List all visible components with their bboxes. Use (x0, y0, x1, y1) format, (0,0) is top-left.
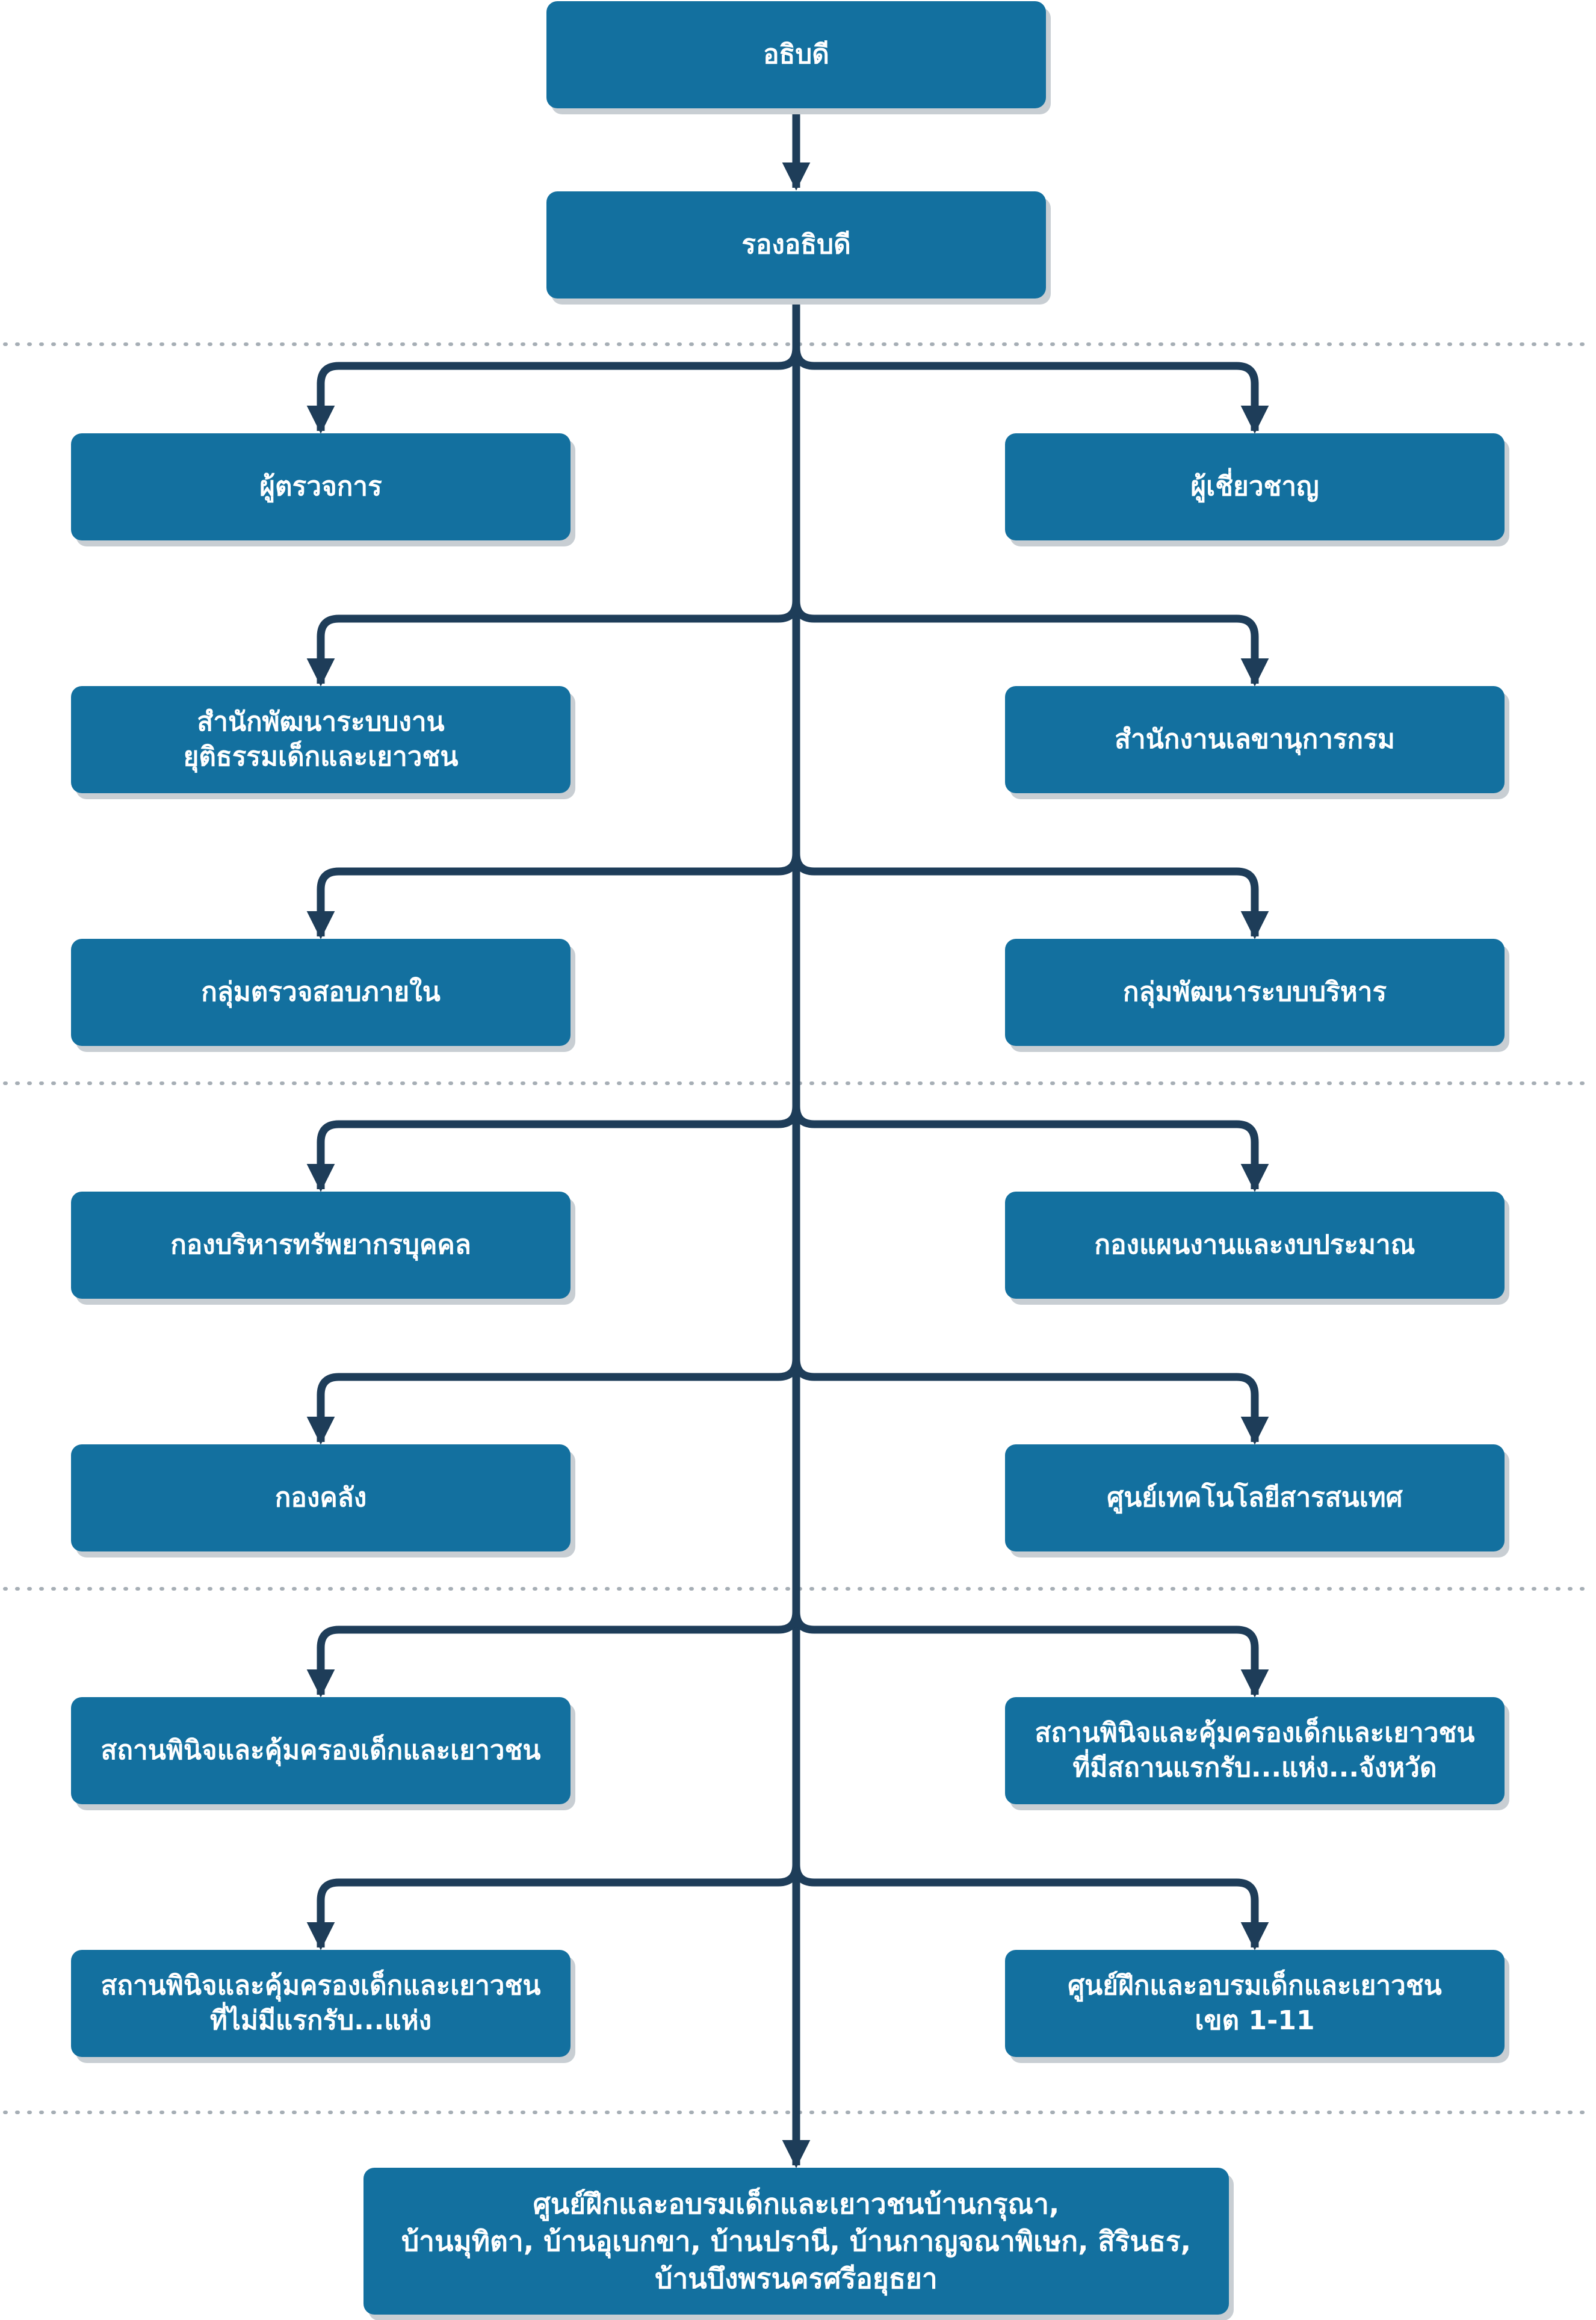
human-resources-division-label: กองบริหารทรัพยากรบุคคล (170, 1230, 471, 1260)
branch-secretary (792, 600, 1269, 687)
branch-ict (792, 1358, 1269, 1445)
branch-planning (792, 1106, 1269, 1192)
training-centers-region-box: ศูนย์ฝึกและอบรมเด็กและเยาวชน เขต 1-11 (1005, 1950, 1505, 2057)
connector-lines (306, 110, 1269, 2168)
inspector-label: ผู้ตรวจการ (259, 471, 382, 502)
it-center-label: ศูนย์เทคโนโลยีสารสนเทศ (1107, 1482, 1403, 1513)
branch-expert (792, 347, 1269, 434)
branch-justice-dev (306, 600, 800, 687)
observation-center-with-reception-label-line-1: สถานพินิจและคุ้มครองเด็กและเยาวชน (1035, 1718, 1475, 1748)
internal-audit-group-label: กลุ่มตรวจสอบภายใน (201, 977, 441, 1007)
finance-division-box: กองคลัง (71, 1444, 571, 1551)
branch-inspector (306, 347, 800, 434)
training-homes-label-line-1: ศูนย์ฝึกและอบรมเด็กและเยาวชนบ้านกรุณา, (533, 2188, 1060, 2220)
justice-system-development-label-line-2: ยุติธรรมเด็กและเยาวชน (183, 741, 459, 772)
training-centers-region-label-line-2: เขต 1-11 (1195, 2005, 1315, 2036)
justice-system-development-office-box: สำนักพัฒนาระบบงาน ยุติธรรมเด็กและเยาวชน (71, 686, 571, 793)
secretary-office-label: สำนักงานเลขานุการกรม (1115, 724, 1395, 755)
observation-protection-center-box: สถานพินิจและคุ้มครองเด็กและเยาวชน (71, 1697, 571, 1804)
expert-box: ผู้เชี่ยวชาญ (1005, 433, 1505, 540)
inspector-box: ผู้ตรวจการ (71, 433, 571, 540)
observation-center-without-reception-label-line-1: สถานพินิจและคุ้มครองเด็กและเยาวชน (101, 1970, 541, 2001)
finance-division-label: กองคลัง (274, 1482, 367, 1513)
expert-label: ผู้เชี่ยวชาญ (1190, 471, 1319, 502)
justice-system-development-label-line-1: สำนักพัฒนาระบบงาน (197, 707, 445, 737)
observation-center-with-reception-box: สถานพินิจและคุ้มครองเด็กและเยาวชน ที่มีส… (1005, 1697, 1505, 1804)
it-center-box: ศูนย์เทคโนโลยีสารสนเทศ (1005, 1444, 1505, 1551)
branch-admin-dev (792, 853, 1269, 939)
admin-development-group-label: กลุ่มพัฒนาระบบบริหาร (1122, 977, 1387, 1007)
observation-center-without-reception-label-line-2: ที่ไม่มีแรกรับ...แห่ง (209, 2005, 432, 2036)
branch-observation-reception (792, 1611, 1269, 1698)
branch-finance (306, 1358, 800, 1445)
branch-observation (306, 1611, 800, 1698)
planning-budget-division-label: กองแผนงานและงบประมาณ (1094, 1230, 1415, 1260)
training-homes-label-line-3: บ้านบึงพรนครศรีอยุธยา (655, 2262, 938, 2295)
planning-budget-division-box: กองแผนงานและงบประมาณ (1005, 1192, 1505, 1299)
training-centers-region-label-line-1: ศูนย์ฝึกและอบรมเด็กและเยาวชน (1068, 1970, 1442, 2001)
observation-center-without-reception-box: สถานพินิจและคุ้มครองเด็กและเยาวชน ที่ไม่… (71, 1950, 571, 2057)
deputy-director-box: รองอธิบดี (546, 191, 1046, 299)
human-resources-division-box: กองบริหารทรัพยากรบุคคล (71, 1192, 571, 1299)
admin-development-group-box: กลุ่มพัฒนาระบบบริหาร (1005, 939, 1505, 1046)
observation-protection-center-label: สถานพินิจและคุ้มครองเด็กและเยาวชน (101, 1735, 541, 1766)
branch-training-centers (792, 1864, 1269, 1950)
training-homes-box: ศูนย์ฝึกและอบรมเด็กและเยาวชนบ้านกรุณา, บ… (363, 2168, 1229, 2315)
branch-internal-audit (306, 853, 800, 939)
director-label: อธิบดี (763, 39, 829, 70)
director-box: อธิบดี (546, 1, 1046, 108)
branch-observation-no-reception (306, 1864, 800, 1950)
deputy-director-label: รองอธิบดี (741, 229, 851, 260)
branch-hr (306, 1106, 800, 1192)
secretary-office-box: สำนักงานเลขานุการกรม (1005, 686, 1505, 793)
training-homes-label-line-2: บ้านมุทิตา, บ้านอุเบกขา, บ้านปรานี, บ้าน… (401, 2225, 1192, 2257)
internal-audit-group-box: กลุ่มตรวจสอบภายใน (71, 939, 571, 1046)
observation-center-with-reception-label-line-2: ที่มีสถานแรกรับ...แห่ง...จังหวัด (1072, 1752, 1437, 1783)
